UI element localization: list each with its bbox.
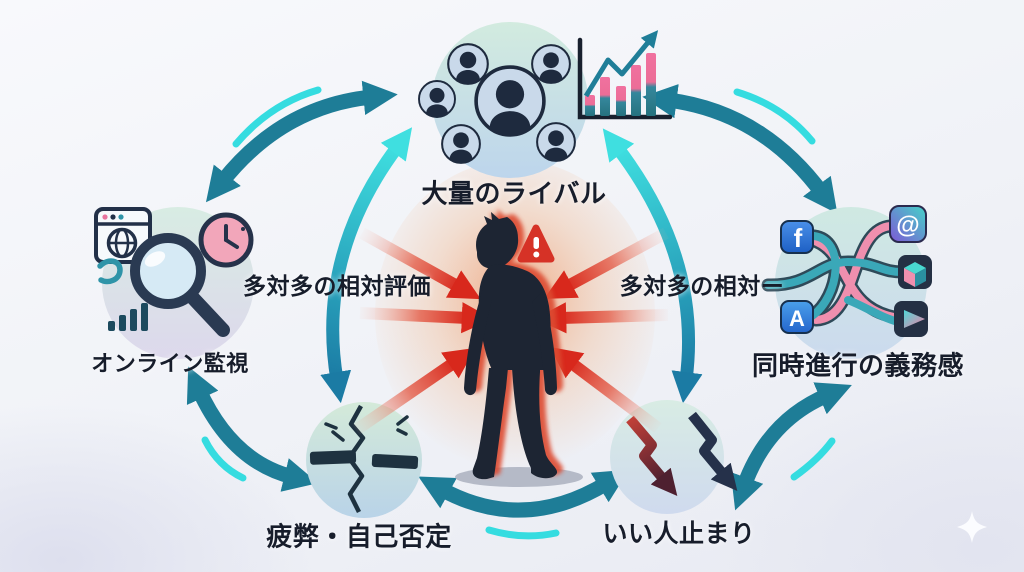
browser-globe-icon <box>94 207 152 264</box>
pressure-arrow <box>544 227 669 299</box>
outer-arrow-left-bottom <box>186 366 319 492</box>
tangled-threads-icon <box>761 219 909 327</box>
at-sign-glyph: @ <box>896 212 919 239</box>
pressure-arrow <box>352 347 476 435</box>
outer-arrow-bottom <box>418 469 630 518</box>
node-icon-exhaustion <box>306 402 422 518</box>
center-label-right: 多対多の相対ー <box>619 273 785 299</box>
outer-arrow-left-top <box>205 80 398 203</box>
inner-arrow-right <box>602 128 703 404</box>
facebook-glyph: f <box>794 223 803 253</box>
crack-icon <box>306 402 422 518</box>
node-icon-online-monitoring <box>94 207 254 359</box>
node-label-nice-person: いい人止まり <box>602 520 756 548</box>
node-label-online-monitoring: オンライン監視 <box>91 351 249 376</box>
rising-bar-chart-icon <box>577 30 673 120</box>
magnifier-icon <box>130 233 230 337</box>
pressure-arrow <box>535 302 669 334</box>
pressure-arrow <box>359 227 481 300</box>
app-store-glyph: A <box>789 306 805 331</box>
center-label-left: 多対多の相対評価 <box>243 273 431 299</box>
facebook-icon: f <box>780 220 814 254</box>
pressure-arrow <box>359 302 493 334</box>
pressure-arrows <box>352 227 669 435</box>
mini-bar-chart-icon <box>108 303 148 331</box>
outer-arrow-right-bottom <box>730 382 852 511</box>
clock-icon <box>198 212 254 268</box>
pressure-arrow <box>550 347 662 433</box>
node-label-exhaustion: 疲弊・自己否定 <box>266 521 452 552</box>
app-store-icon: A <box>780 300 814 334</box>
node-label-rivals: 大量のライバル <box>421 178 607 209</box>
node-icon-rivals <box>418 22 673 178</box>
at-sign-icon: @ <box>889 205 927 243</box>
refresh-squiggle-icon <box>97 258 123 285</box>
outer-arrow-top-right <box>642 83 838 214</box>
package-cube-icon <box>898 255 932 289</box>
warning-triangle-icon <box>517 224 555 263</box>
outer-cycle-arrows <box>186 80 852 518</box>
node-icon-simultaneous-obligation: f @ A <box>761 205 932 359</box>
node-label-simultaneous-obligation: 同時進行の義務感 <box>751 350 965 381</box>
google-play-icon <box>894 301 928 337</box>
sparkle-icon <box>957 511 987 543</box>
cyan-accent-arcs <box>201 86 836 540</box>
node-icon-nice-person <box>610 400 738 514</box>
